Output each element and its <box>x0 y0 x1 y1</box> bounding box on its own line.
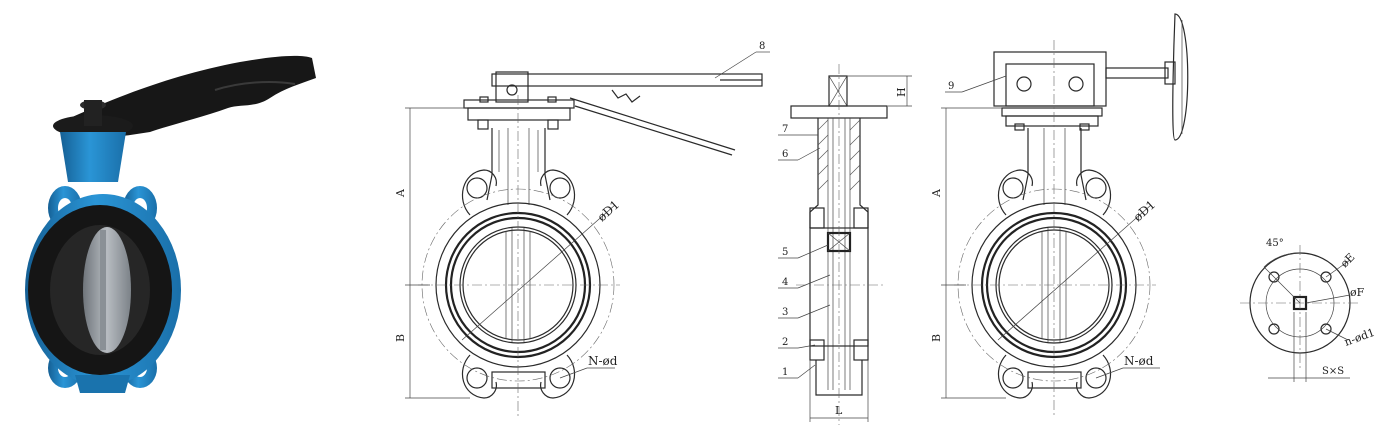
callout-6: 6 <box>782 149 788 160</box>
gear-dim-A-label: A <box>930 188 943 198</box>
dim-H-label: H <box>895 87 908 97</box>
callout-2: 2 <box>782 337 788 348</box>
callout-3: 3 <box>782 307 788 318</box>
dim-E-label: øE <box>1338 251 1358 271</box>
dim-A-label: A <box>394 188 407 198</box>
dim-D1-label: øD1 <box>595 197 623 224</box>
front-view-gear: A B øD1 N-ød 9 <box>930 13 1189 418</box>
callout-7: 7 <box>782 124 788 135</box>
gear-dim-D1-label: øD1 <box>1131 197 1159 224</box>
callout-8: 8 <box>759 41 765 52</box>
callout-1: 1 <box>782 367 788 378</box>
valve-photo <box>25 55 316 393</box>
dim-B-label: B <box>394 334 407 342</box>
valve-neck <box>60 132 126 182</box>
gear-dim-B-label: B <box>930 334 943 342</box>
valve-disc <box>83 227 131 353</box>
handle-lever <box>70 55 316 139</box>
dim-F-label: øF <box>1350 286 1365 299</box>
gear-dim-bolt-label: N-ød <box>1124 354 1154 368</box>
section-view: H L <box>778 64 912 425</box>
front-view-lever: A B øD1 N-ød 8 <box>394 41 770 418</box>
callout-9: 9 <box>948 81 954 92</box>
callout-4: 4 <box>782 277 788 288</box>
angle-label: 45° <box>1266 238 1284 249</box>
dim-holes-label: n-ød1 <box>1343 326 1377 349</box>
top-flange-view: 45° øE øF n-ød1 S×S <box>1240 238 1377 382</box>
dim-square-label: S×S <box>1322 366 1344 377</box>
callout-5: 5 <box>782 247 788 258</box>
dim-bolt-label: N-ød <box>588 354 618 368</box>
